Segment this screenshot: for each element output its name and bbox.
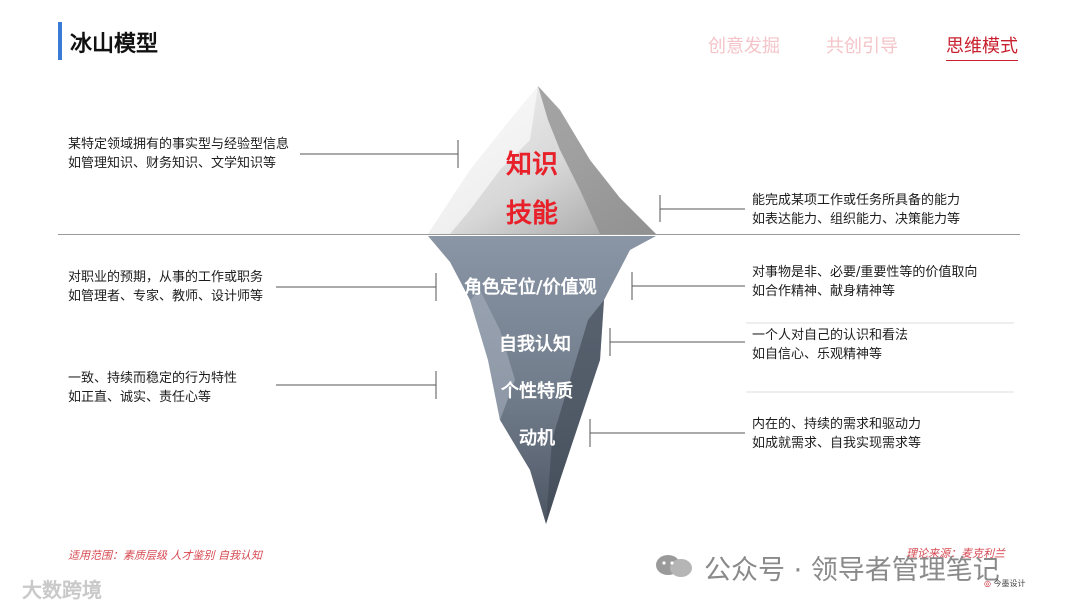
desc-knowledge: 某特定领域拥有的事实型与经验型信息 如管理知识、财务知识、文学知识等 [68,135,289,173]
desc-skill: 能完成某项工作或任务所具备的能力 如表达能力、组织能力、决策能力等 [752,191,960,229]
desc-knowledge-line2: 如管理知识、财务知识、文学知识等 [68,154,289,173]
desc-role-line2: 如管理者、专家、教师、设计师等 [68,287,263,306]
designer-logo: ◎ 今墨设计 [984,578,1026,589]
layer-motive: 动机 [519,424,555,450]
desc-motive-line1: 内在的、持续的需求和驱动力 [752,415,921,434]
desc-values-line1: 对事物是非、必要/重要性等的价值取向 [752,263,977,282]
desc-traits: 一致、持续而稳定的行为特性 如正直、诚实、责任心等 [68,369,237,407]
logo-icon: ◎ [984,579,991,588]
desc-self-concept: 一个人对自己的认识和看法 如自信心、乐观精神等 [752,326,908,364]
layer-skill: 技能 [506,193,558,230]
desc-self-concept-line1: 一个人对自己的认识和看法 [752,326,908,345]
wechat-icon [654,553,694,579]
desc-role: 对职业的预期，从事的工作或职务 如管理者、专家、教师、设计师等 [68,268,263,306]
brand-watermark: 大数跨境 [22,574,102,603]
desc-values-line2: 如合作精神、献身精神等 [752,282,977,301]
layer-traits: 个性特质 [501,377,573,403]
logo-text: 今墨设计 [994,579,1026,588]
desc-skill-line2: 如表达能力、组织能力、决策能力等 [752,210,960,229]
desc-traits-line2: 如正直、诚实、责任心等 [68,388,237,407]
waterline [58,234,1020,235]
desc-motive-line2: 如成就需求、自我实现需求等 [752,434,921,453]
desc-traits-line1: 一致、持续而稳定的行为特性 [68,369,237,388]
desc-knowledge-line1: 某特定领域拥有的事实型与经验型信息 [68,135,289,154]
desc-role-line1: 对职业的预期，从事的工作或职务 [68,268,263,287]
desc-motive: 内在的、持续的需求和驱动力 如成就需求、自我实现需求等 [752,415,921,453]
desc-values: 对事物是非、必要/重要性等的价值取向 如合作精神、献身精神等 [752,263,977,301]
desc-self-concept-line2: 如自信心、乐观精神等 [752,345,908,364]
account-watermark: 公众号 · 领导者管理笔记 [704,548,1000,587]
layer-knowledge: 知识 [506,144,558,181]
layer-self-concept: 自我认知 [499,330,571,356]
scope-note: 适用范围：素质层级 人才鉴别 自我认知 [68,547,262,563]
layer-role-values: 角色定位/价值观 [464,273,597,299]
desc-skill-line1: 能完成某项工作或任务所具备的能力 [752,191,960,210]
